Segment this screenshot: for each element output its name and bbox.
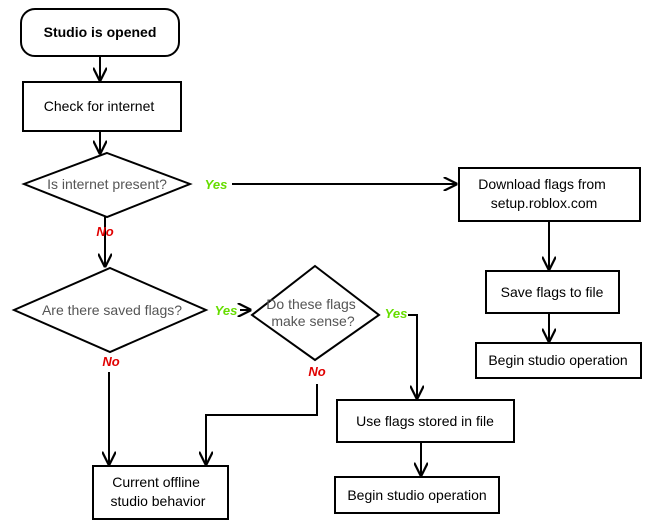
- save-flags-label: Save flags to file: [501, 284, 604, 300]
- offline-behavior-line-2: studio behavior: [111, 493, 206, 509]
- internet-no-label: No: [96, 224, 113, 239]
- begin-operation-top-node: Begin studio operation: [475, 342, 642, 379]
- is-internet-present-label: Is internet present?: [47, 176, 167, 192]
- saved-no-label: No: [102, 354, 119, 369]
- download-flags-label: Download flags from setup.roblox.com: [478, 176, 610, 211]
- offline-behavior-label: Current offline studio behavior: [111, 474, 206, 509]
- download-flags-node: Download flags from setup.roblox.com: [458, 167, 641, 222]
- begin-operation-bottom-label: Begin studio operation: [347, 487, 486, 503]
- saved-flags-decision: Are there saved flags?: [11, 266, 209, 354]
- edges: [100, 56, 549, 475]
- start-node-label: Studio is opened: [44, 24, 157, 40]
- internet-yes-label: Yes: [205, 177, 228, 192]
- saved-flags-label: Are there saved flags?: [42, 302, 182, 318]
- flags-make-sense-line-2: make sense?: [271, 313, 354, 329]
- flags-make-sense-line-1: Do these flags: [266, 296, 356, 312]
- offline-behavior-line-1: Current offline: [112, 474, 200, 490]
- begin-operation-top-label: Begin studio operation: [488, 352, 627, 368]
- sense-yes-label: Yes: [385, 306, 408, 321]
- edge-sense-no: [206, 384, 318, 464]
- download-flags-line-2: setup.roblox.com: [491, 195, 598, 211]
- use-stored-flags-node: Use flags stored in file: [336, 399, 515, 443]
- check-internet-node: Check for internet: [22, 81, 182, 132]
- begin-operation-bottom-node: Begin studio operation: [334, 476, 500, 514]
- offline-behavior-node: Current offline studio behavior: [92, 465, 229, 520]
- flags-make-sense-decision: Do these flags make sense?: [250, 264, 381, 362]
- use-stored-flags-label: Use flags stored in file: [356, 413, 494, 429]
- save-flags-node: Save flags to file: [485, 270, 620, 314]
- download-flags-line-1: Download flags from: [478, 176, 606, 192]
- flags-make-sense-label: Do these flags make sense?: [266, 296, 359, 329]
- edge-sense-yes: [408, 314, 417, 398]
- is-internet-present-decision: Is internet present?: [21, 151, 193, 219]
- sense-no-label: No: [308, 364, 325, 379]
- saved-yes-label: Yes: [215, 303, 238, 318]
- start-node: Studio is opened: [20, 8, 180, 57]
- check-internet-label: Check for internet: [44, 98, 155, 114]
